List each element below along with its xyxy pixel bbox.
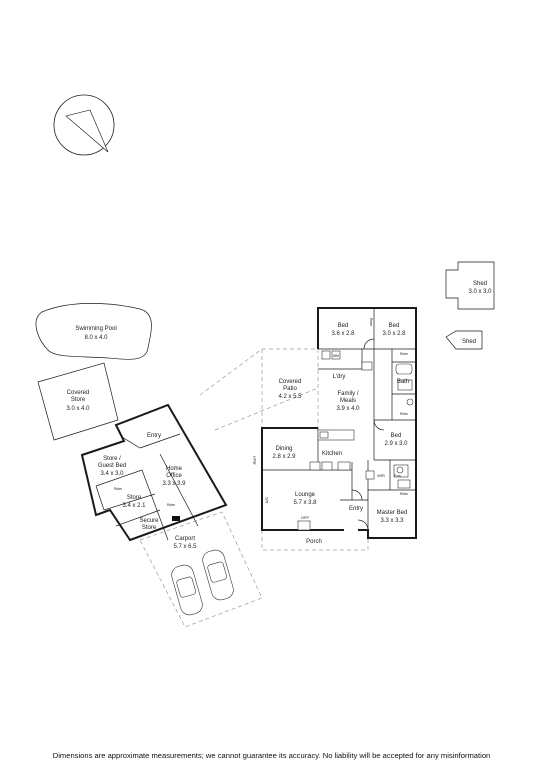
swimming-pool: Swimming Pool 8.0 x 4.0 xyxy=(35,303,152,360)
room-label: WIR xyxy=(377,473,385,478)
room-label: Porch xyxy=(306,539,322,545)
fixture-label: RWT xyxy=(252,455,257,465)
room-label: Dining xyxy=(275,446,292,452)
room-label: Covered xyxy=(67,390,90,396)
shed: Shed 3.0 x 3.0 xyxy=(445,261,495,310)
disclaimer-text: Dimensions are approximate measurements;… xyxy=(52,751,491,760)
room-label: Home xyxy=(166,466,183,472)
room-dimension: 2.9 x 3.0 xyxy=(384,441,408,447)
fixture-label: Robe xyxy=(400,352,408,356)
room-label: Store / xyxy=(103,456,121,462)
room-label: Patio xyxy=(283,386,297,392)
room-label: Entry xyxy=(147,433,161,439)
room-label: Bed xyxy=(391,433,402,439)
annex xyxy=(80,403,228,542)
room-label: Store xyxy=(71,397,86,403)
room-label: Shed xyxy=(462,339,476,345)
car-icon xyxy=(202,549,234,601)
shed-small: Shed xyxy=(445,330,483,350)
room-label: Family / xyxy=(338,391,359,397)
room-dimension: 5.7 x 6.5 xyxy=(173,544,197,550)
room-label: L'dry xyxy=(333,374,346,380)
room-label: Guest Bed xyxy=(98,463,126,469)
room-dimension: 3.0 x 4.0 xyxy=(66,406,90,412)
north-arrow-icon xyxy=(53,94,115,156)
room-dimension: 3.3 x 3.9 xyxy=(162,481,186,487)
room-label: Secure xyxy=(139,518,159,524)
room-label: Office xyxy=(166,473,182,479)
room-label: Bath xyxy=(397,379,409,385)
room-label: Bed xyxy=(338,323,349,329)
fixture-label: Robe xyxy=(167,503,175,507)
room-label: Master Bed xyxy=(377,510,408,516)
room-dimension: 3.6 x 2.8 xyxy=(331,331,355,337)
room-label: Covered xyxy=(279,379,302,385)
room-dimension: 3.0 x 3.0 xyxy=(468,289,492,295)
room-label: Shed xyxy=(473,281,487,287)
room-dimension: 5.7 x 3.8 xyxy=(293,500,317,506)
room-label: Carport xyxy=(175,536,195,542)
room-label: Entry xyxy=(349,506,363,512)
room-label: Store xyxy=(127,495,142,501)
room-label: Bed xyxy=(389,323,400,329)
car-icon xyxy=(171,564,203,616)
room-dimension: 2.8 x 2.9 xyxy=(272,454,296,460)
room-dimension: 3.9 x 4.0 xyxy=(336,406,360,412)
room-dimension: 3.3 x 3.3 xyxy=(380,518,404,524)
fixture-label: Robe xyxy=(400,492,408,496)
room-label: Kitchen xyxy=(322,451,342,457)
fixture-label: Robe xyxy=(369,318,373,326)
room-dimension: 4.2 x 5.5 xyxy=(278,394,302,400)
room-label: Ens. xyxy=(394,473,402,478)
room-label: Meals xyxy=(340,398,356,404)
fixture-label: Robe xyxy=(400,412,408,416)
room-label: Swimming Pool xyxy=(75,326,116,332)
room-label: Store xyxy=(142,525,157,531)
room-dimension: 3.0 x 2.8 xyxy=(382,331,406,337)
fixture-label: WM xyxy=(333,354,339,358)
room-dimension: 3.4 x 2.1 xyxy=(122,503,146,509)
covered-store: Covered Store 3.0 x 4.0 xyxy=(37,362,119,441)
fixture-label: OFP xyxy=(301,515,310,520)
main-house xyxy=(261,307,417,539)
fixture-label: Robe xyxy=(114,487,122,491)
room-label: Lounge xyxy=(295,492,316,498)
room-dimension: 8.0 x 4.0 xyxy=(84,335,108,341)
fixture-label: A/C xyxy=(264,497,269,504)
room-dimension: 3.4 x 3.0 xyxy=(100,471,124,477)
